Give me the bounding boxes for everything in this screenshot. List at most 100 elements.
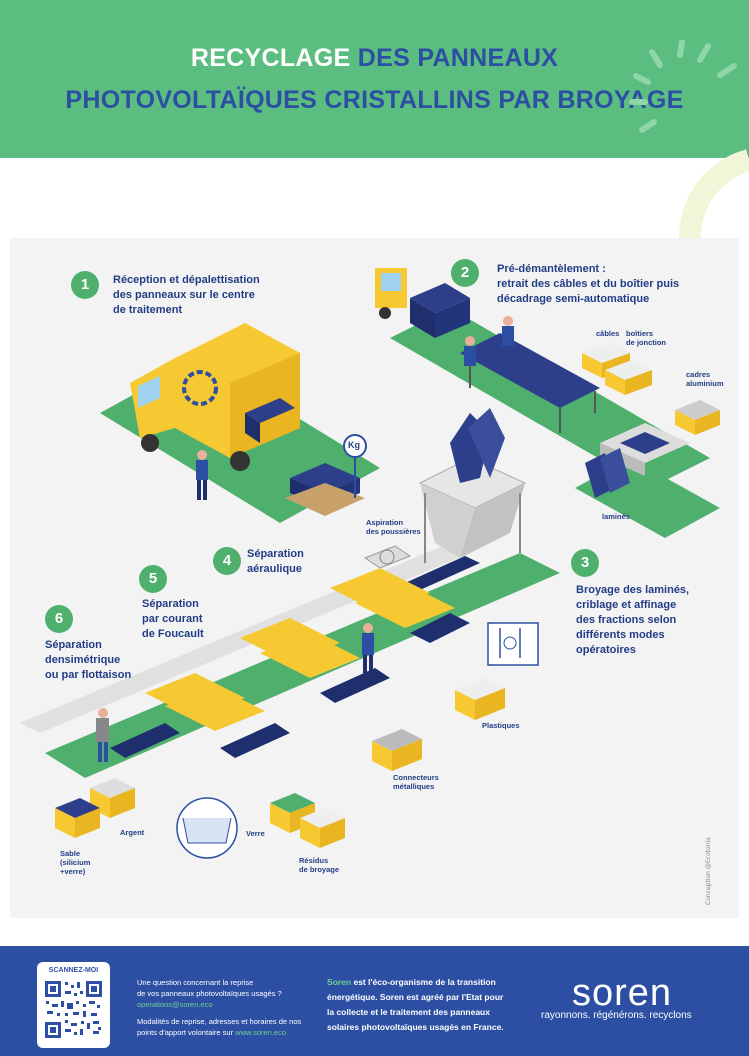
step-6-text: Séparation densimétrique ou par flottais… [45, 638, 131, 683]
label-sable: Sable (silicium +verre) [60, 849, 90, 876]
step-3-line: criblage et affinage [576, 599, 677, 611]
step-1-badge: 1 [71, 271, 99, 299]
page-title-line1: RECYCLAGE DES PANNEAUX [0, 44, 749, 73]
qr-code-box[interactable]: SCANNEZ-MOI [37, 962, 110, 1048]
bin-residus [300, 808, 345, 848]
footer-question: Une question concernant la reprise de vo… [137, 977, 282, 1010]
bin-plastiques [455, 678, 505, 720]
bin-sable [55, 798, 100, 838]
step-4-line: aéraulique [247, 563, 303, 575]
conveyor-belts [110, 556, 480, 758]
footer-modalites-line: Modalités de reprise, adresses et horair… [137, 1017, 302, 1026]
step-3-line: Broyage des laminés, [576, 584, 690, 596]
bin-argent [90, 778, 135, 818]
step-6-line: ou par flottaison [45, 669, 132, 681]
step-5-text: Séparation par courant de Foucault [142, 597, 204, 642]
separation-tables [145, 568, 455, 731]
step-6-line: Séparation [45, 639, 102, 651]
step-5-line: par courant [142, 613, 203, 625]
shredder-hopper [418, 408, 527, 563]
label-argent: Argent [120, 828, 145, 837]
qr-code-icon [43, 979, 104, 1040]
label-verre: Verre [246, 829, 265, 838]
step-5-line: Séparation [142, 598, 199, 610]
label-connecteurs-line: Connecteurs [393, 773, 439, 782]
footer-modalites: Modalités de reprise, adresses et horair… [137, 1016, 301, 1038]
page-title-line2: PHOTOVOLTAÏQUES CRISTALLINS PAR BROYAGE [65, 86, 684, 114]
step-3-text: Broyage des laminés, criblage et affinag… [576, 583, 689, 658]
step-4-line: Séparation [247, 548, 304, 560]
soren-logo: soren [572, 972, 673, 1014]
footer-description-line1: Soren est l'éco-organisme de la transiti… [327, 975, 504, 990]
footer-brand-name: Soren [327, 977, 352, 987]
truck-illustration [130, 323, 300, 471]
aspiration-fan [363, 545, 412, 569]
label-boitiers: boîtiers de jonction [626, 329, 666, 347]
step-4-text: Séparation aéraulique [247, 547, 304, 577]
label-lamines: laminés [602, 512, 630, 521]
step-5-badge: 5 [139, 565, 167, 593]
worker-figure [196, 450, 208, 500]
bin-connecteurs [372, 729, 422, 771]
worker-figure-3 [362, 623, 374, 673]
footer-question-line: Une question concernant la reprise [137, 978, 254, 987]
footer-modalites-text: points d'apport volontaire sur [137, 1028, 234, 1037]
label-boitiers-line: boîtiers [626, 329, 654, 338]
worker-figure-4 [96, 708, 109, 762]
label-cadres-line: cadres [686, 370, 711, 379]
step-5-line: de Foucault [142, 628, 204, 640]
label-residus-line: de broyage [299, 865, 340, 874]
bin-boitiers [605, 360, 652, 395]
label-sable-line: +verre) [60, 867, 86, 876]
label-boitiers-line: de jonction [626, 338, 666, 347]
step-6-badge: 6 [45, 605, 73, 633]
pallet-panels [285, 463, 365, 516]
step-2-badge: 2 [451, 259, 479, 287]
label-residus-line: Résidus [299, 856, 329, 865]
label-connecteurs-line: métalliques [393, 782, 435, 791]
worker-figure-2 [464, 316, 514, 366]
step-3-line: des fractions selon [576, 614, 677, 626]
step-1-line: des panneaux sur le centre [113, 289, 255, 301]
step-3-badge: 3 [571, 549, 599, 577]
footer-website-link[interactable]: www.soren.eco [235, 1028, 287, 1037]
separation-arrows-icon [487, 622, 539, 666]
footer-description-text: est l'éco-organisme de la transition [353, 977, 496, 987]
title-word-recyclage: RECYCLAGE [190, 44, 351, 72]
flotation-tank-vessel [182, 817, 232, 844]
bin-cadres [675, 400, 720, 435]
label-residus: Résidus de broyage [299, 856, 339, 874]
recycling-process-illustration [10, 238, 739, 918]
title-rest1: DES PANNEAUX [357, 44, 559, 72]
step-2-line: retrait des câbles et du boîtier puis [497, 278, 680, 290]
forklift-illustration [375, 268, 470, 338]
scale-sign [343, 434, 367, 458]
label-cables: câbles [596, 329, 620, 338]
step-2-title: Pré-démantèlement : [497, 263, 606, 275]
label-sable-line: (silicium [60, 858, 91, 867]
step-6-line: densimétrique [45, 654, 121, 666]
step-3-line: opératoires [576, 644, 636, 656]
disassembly-table [460, 333, 600, 433]
step-1-text: Réception et dépalettisation des panneau… [113, 273, 260, 318]
label-connecteurs: Connecteurs métalliques [393, 773, 439, 791]
footer-question-line: de vos panneaux photovoltaïques usagés ? [137, 989, 282, 998]
footer-email-link[interactable]: operations@soren.eco [137, 1000, 213, 1009]
lamines-stack [585, 448, 630, 498]
step-2-text: Pré-démantèlement : retrait des câbles e… [497, 262, 679, 307]
step-1-line: Réception et dépalettisation [113, 274, 260, 286]
label-cadres-line: aluminium [686, 379, 724, 388]
footer-description-line: énergétique. Soren est agréé par l'Etat … [327, 992, 504, 1002]
step-4-badge: 4 [213, 547, 241, 575]
footer-description: Soren est l'éco-organisme de la transiti… [327, 975, 504, 1035]
label-aspiration-line: des poussières [366, 527, 421, 536]
footer-description-line: solaires photovoltaïques usagés en Franc… [327, 1022, 504, 1032]
step-3-line: différents modes [576, 629, 665, 641]
footer-banner [0, 946, 749, 1056]
label-plastiques: Plastiques [482, 721, 520, 730]
soren-tagline: rayonnons. régénérons. recyclons [541, 1010, 692, 1021]
qr-title: SCANNEZ-MOI [48, 967, 99, 974]
header-banner [0, 0, 749, 158]
step-2-line: décadrage semi-automatique [497, 293, 650, 305]
label-sable-line: Sable [60, 849, 81, 858]
